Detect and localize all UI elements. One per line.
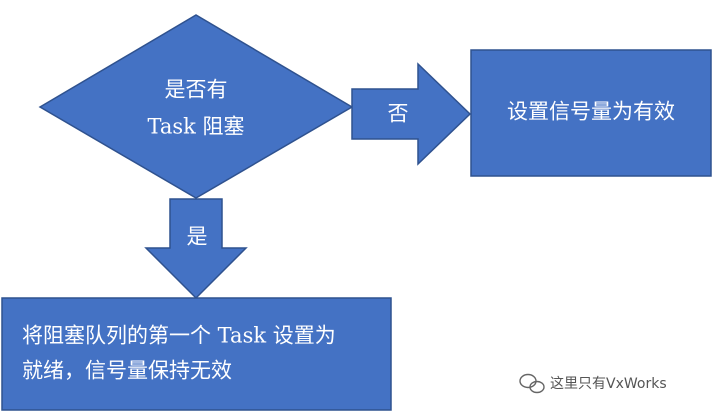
decision-diamond [38,14,354,199]
yes-arrow [144,198,248,300]
watermark-text: 这里只有VxWorks [550,375,667,392]
wechat-icon [519,373,545,394]
yes-result-text-line2: 就绪，信号量保持无效 [22,359,232,383]
yes-result-text-line1: 将阻塞队列的第一个 Task 设置为 [22,324,336,348]
decision-text-line1: 是否有 [165,78,228,102]
watermark: 这里只有VxWorks [519,373,667,394]
no-arrow [351,62,472,166]
yes-result-box [1,297,392,411]
no-arrow-label: 否 [388,102,409,126]
decision-text-line2: Task 阻塞 [147,115,244,139]
yes-arrow-label: 是 [187,225,208,249]
no-result-text: 设置信号量为有效 [507,100,675,124]
no-result-box [470,49,712,177]
